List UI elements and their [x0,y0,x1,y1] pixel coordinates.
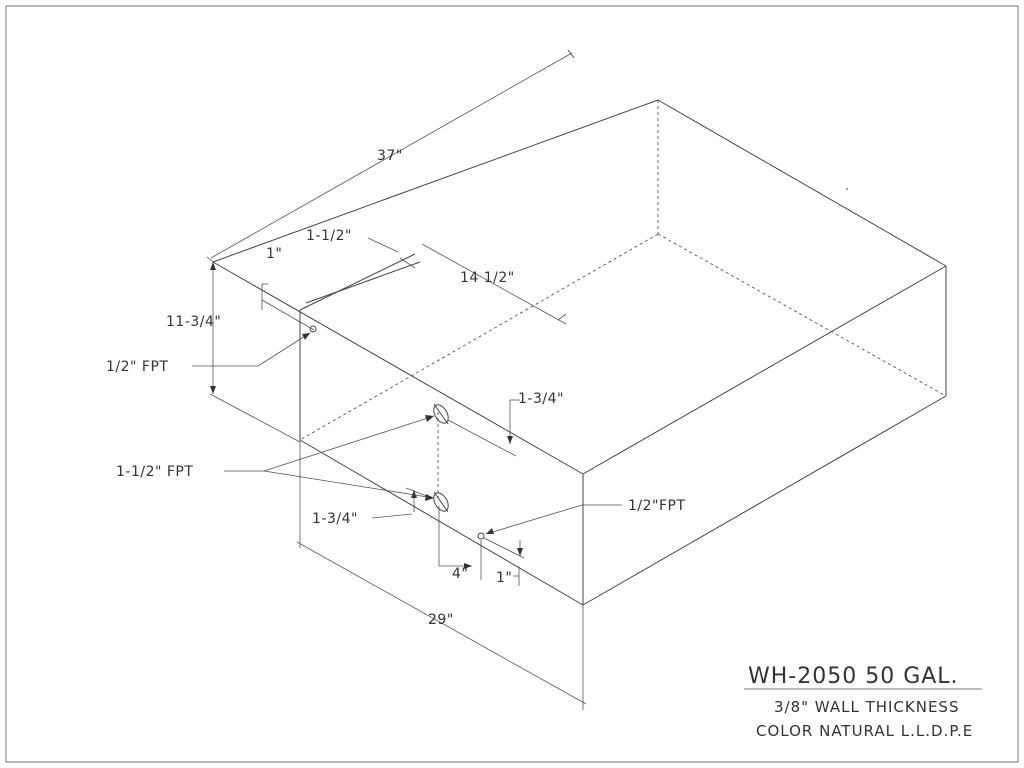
callout-half-fpt-right-text: 1/2"FPT [628,498,686,514]
dim-top-depth: 14 1/2" [421,243,567,325]
dim-top-offset: 1" [261,246,315,331]
dim-fitting-spacing: 4" [438,506,482,582]
title-model: WH-2050 50 GAL. [748,664,959,689]
dim-length-text: 37" [377,148,403,164]
title-block: WH-2050 50 GAL. 3/8" WALL THICKNESS COLO… [744,664,982,740]
dim-top-spacing: 1-1/2" [306,228,416,269]
dim-height-text: 11-3/4" [166,314,221,330]
drawing-border [5,5,1019,763]
dim-fitting-spacing-text: 4" [452,566,468,582]
dim-lower-rise: 1-3/4" [312,487,433,527]
tank-outline [212,99,947,606]
dim-width-text: 29" [428,612,454,628]
stray-point [846,188,848,190]
dim-top-offset-text: 1" [266,246,282,262]
callout-half-fpt-left-text: 1/2" FPT [106,359,168,375]
dim-top-spacing-text: 1-1/2" [306,228,352,244]
callout-half-fpt-left: 1/2" FPT [106,332,311,375]
dim-bottom-height-text: 1" [496,570,512,586]
fitting-lower-one-half-inch [433,492,449,512]
fitting-top-half-inch [309,325,317,333]
dim-upper-drop-text: 1-3/4" [518,391,564,407]
callout-half-fpt-right: 1/2"FPT [485,498,686,535]
title-wall-thickness: 3/8" WALL THICKNESS [774,698,959,716]
dim-length: 37" [206,49,575,263]
dim-height: 11-3/4" [166,262,301,443]
callout-one-half-fpt-text: 1-1/2" FPT [116,464,193,480]
fitting-bottom-half-inch [477,532,485,540]
fittings [309,325,485,540]
dim-bottom-height: 1" [483,537,525,586]
callout-one-half-fpt: 1-1/2" FPT [116,415,435,501]
dim-top-depth-text: 14 1/2" [460,270,515,286]
dim-lower-rise-text: 1-3/4" [312,511,358,527]
fitting-upper-one-half-inch [433,404,449,424]
tank-hidden-edges [299,100,947,498]
dim-width: 29" [296,440,587,710]
title-material: COLOR NATURAL L.L.D.P.E [756,722,973,740]
dim-upper-drop: 1-3/4" [447,391,564,457]
